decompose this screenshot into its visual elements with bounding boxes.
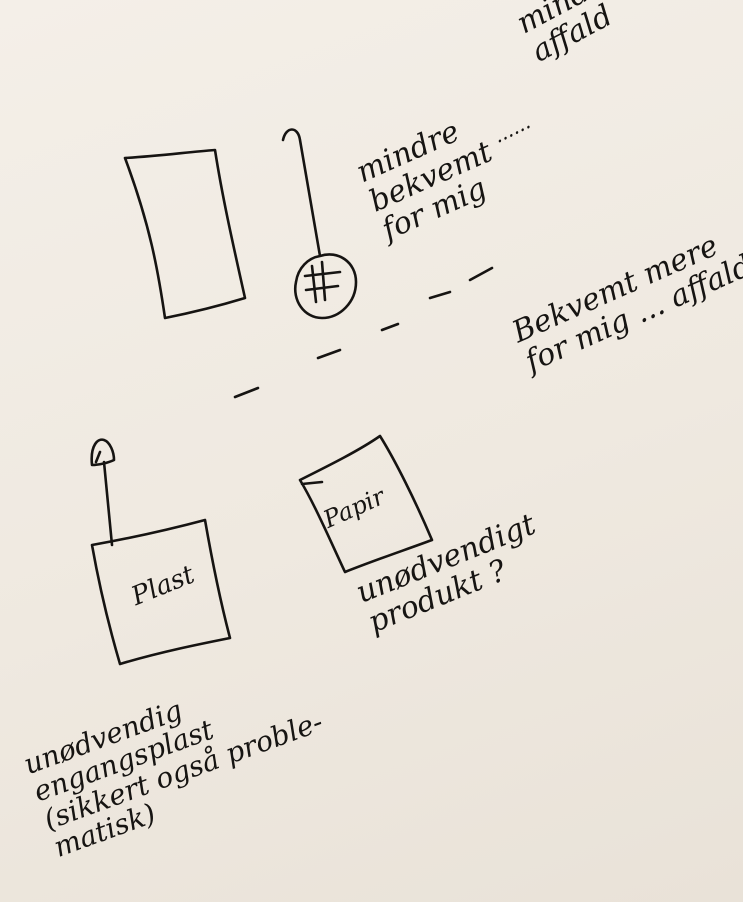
tall-rectangle-drawing <box>125 150 245 318</box>
dashed-divider <box>235 268 492 397</box>
stick-drawing <box>92 440 114 545</box>
spoon-drawing <box>283 130 356 319</box>
spoon-hatching <box>305 262 340 302</box>
